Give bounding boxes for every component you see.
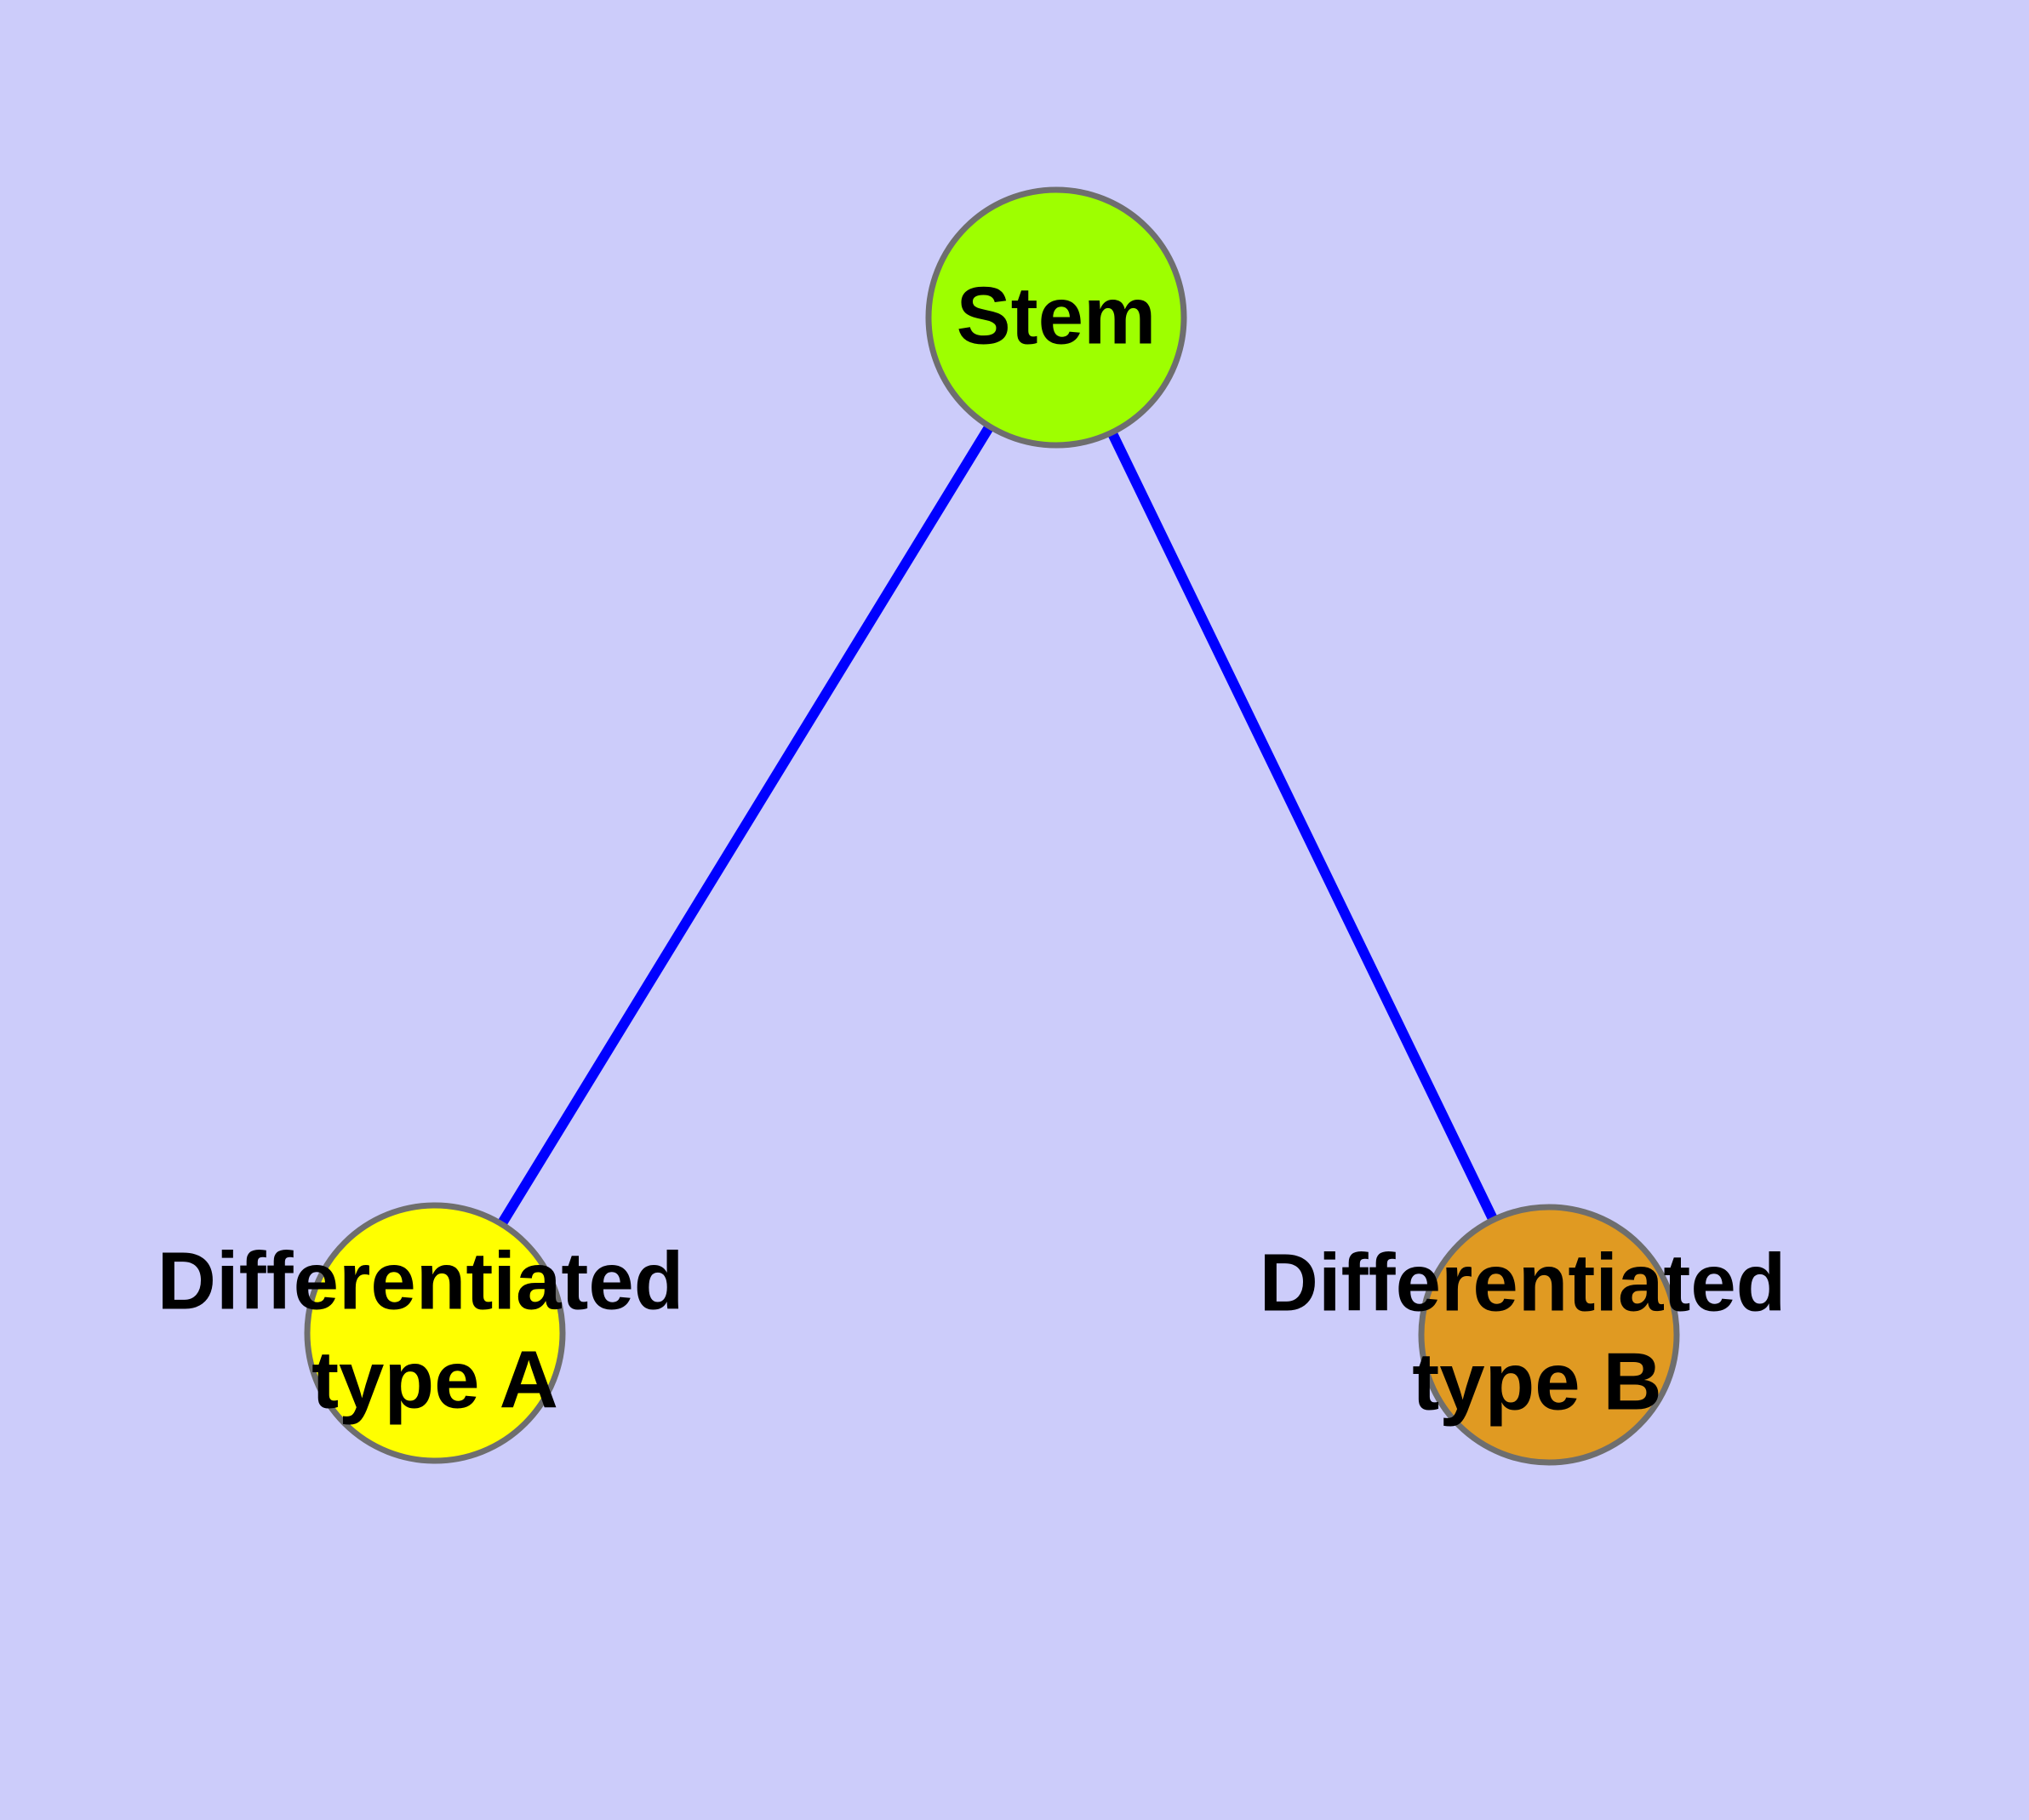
node-label-stem: Stem <box>957 270 1157 361</box>
node-circle-differentiated-type-a[interactable] <box>304 1202 566 1464</box>
edge-stem-to-differentiated-type-b[interactable] <box>1051 315 1554 1337</box>
node-label-differentiated-type-b-line1: Differentiated <box>1260 1237 1786 1328</box>
node-label-layer: Stem Differentiated type A Differentiate… <box>157 270 1786 1427</box>
node-label-differentiated-type-a-line2: type A <box>311 1334 558 1425</box>
node-circle-stem[interactable] <box>925 186 1187 449</box>
edge-layer <box>430 314 1554 1337</box>
edge-stem-to-differentiated-type-a[interactable] <box>430 314 1061 1336</box>
node-circle-differentiated-type-b[interactable] <box>1418 1204 1680 1466</box>
node-label-differentiated-type-a-line1: Differentiated <box>157 1235 684 1326</box>
node-label-differentiated-type-b-line2: type B <box>1412 1336 1661 1427</box>
node-circle-layer <box>304 186 1680 1466</box>
